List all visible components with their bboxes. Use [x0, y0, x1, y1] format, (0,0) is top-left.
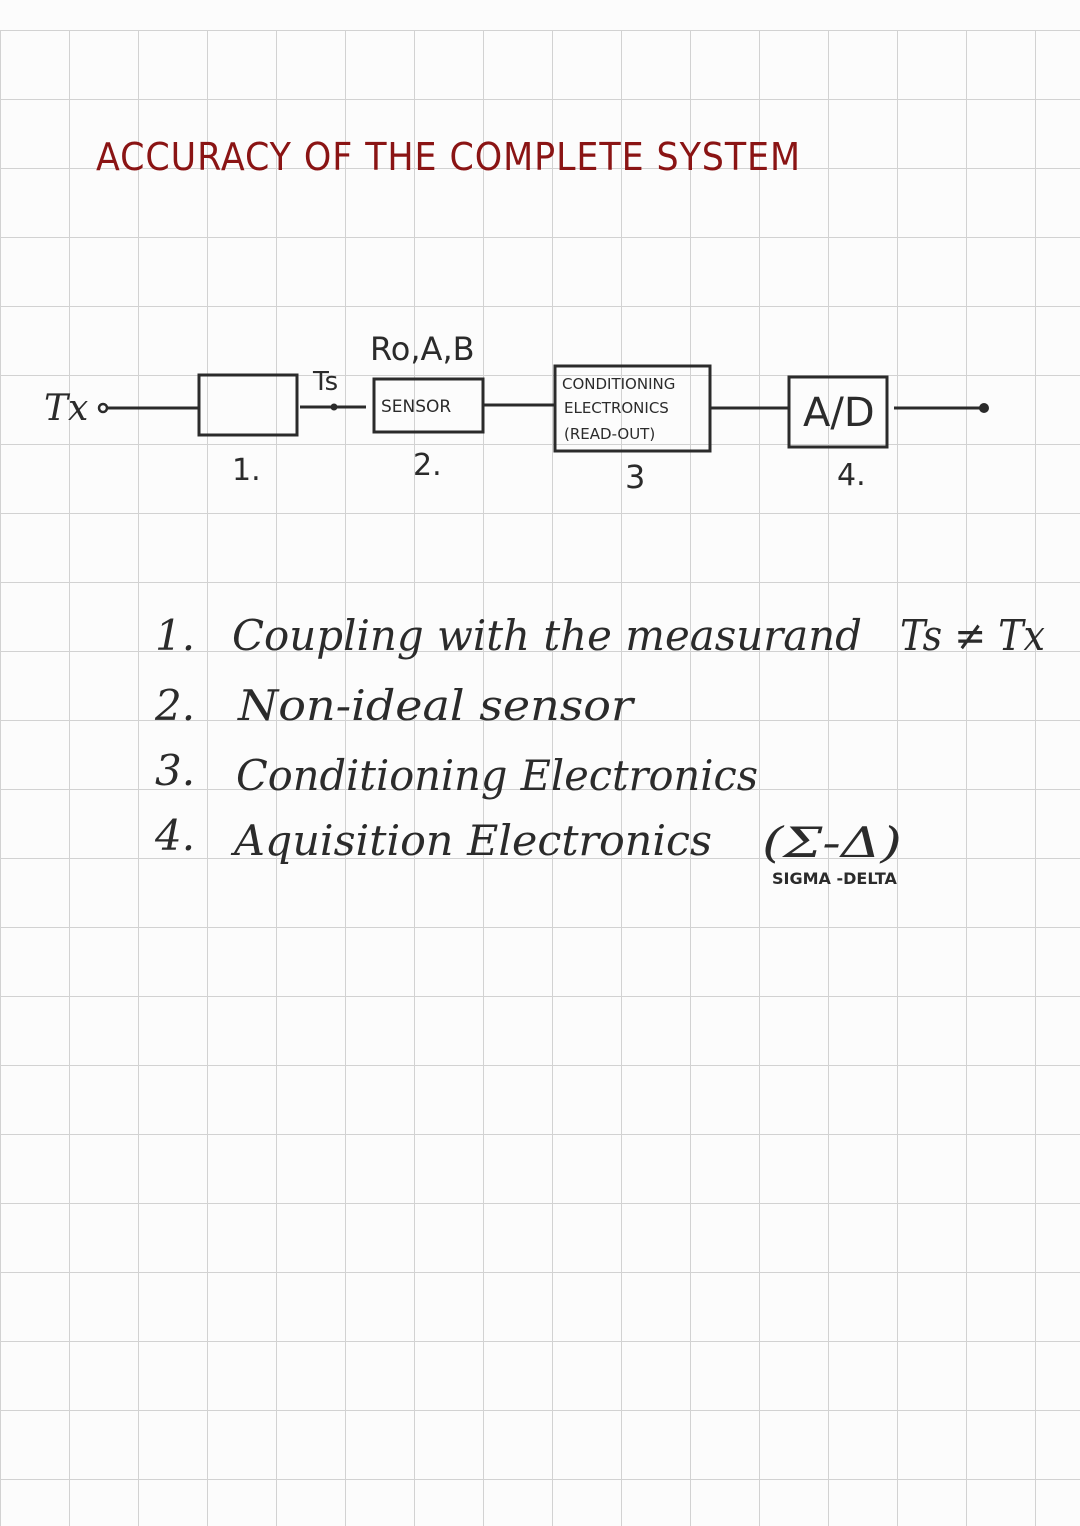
note-number-2: 2. — [154, 681, 195, 730]
node-ts — [330, 403, 338, 411]
output-terminal — [979, 403, 989, 413]
block-1-coupling — [197, 373, 299, 437]
conditioning-line-3: (READ-OUT) — [564, 425, 655, 443]
sensor-params-label: Ro,A,B — [370, 330, 475, 368]
note-text-4: Aquisition Electronics — [230, 816, 712, 865]
block-number-3: 3 — [625, 458, 645, 496]
sigma-delta-annotation: SIGMA -DELTA — [772, 869, 898, 888]
block-4-ad — [787, 375, 889, 449]
conditioning-line-2: ELECTRONICS — [564, 399, 669, 417]
note-number-1: 1. — [155, 611, 195, 660]
input-terminal — [97, 402, 109, 414]
note-number-3: 3. — [155, 746, 195, 795]
note-number-4: 4. — [154, 811, 195, 860]
note-text-3: Conditioning Electronics — [236, 751, 758, 800]
notes-list: 1. Coupling with the measurand Ts ≠ Tx 2… — [154, 611, 1045, 888]
block-number-4: 4. — [837, 458, 866, 493]
note-text-1: Coupling with the measurand — [232, 611, 862, 660]
note-extra-4: (Σ-Δ) — [762, 818, 902, 867]
sensor-label: SENSOR — [381, 397, 451, 417]
conditioning-line-1: CONDITIONING — [562, 375, 675, 393]
block-number-1: 1. — [232, 453, 261, 488]
page-title: ACCURACY OF THE COMPLETE SYSTEM — [96, 135, 801, 179]
grid-paper-background — [0, 30, 1080, 1526]
ts-label: Ts — [312, 367, 338, 397]
input-label: Tx — [44, 388, 88, 429]
ad-label: A/D — [803, 390, 875, 436]
note-text-2: Non-ideal sensor — [237, 681, 636, 730]
note-extra-1: Ts ≠ Tx — [900, 611, 1045, 660]
block-diagram: Tx Ts Ro,A,B SENSOR CONDITIONING ELECTRO… — [44, 330, 989, 496]
block-number-2: 2. — [413, 448, 442, 483]
